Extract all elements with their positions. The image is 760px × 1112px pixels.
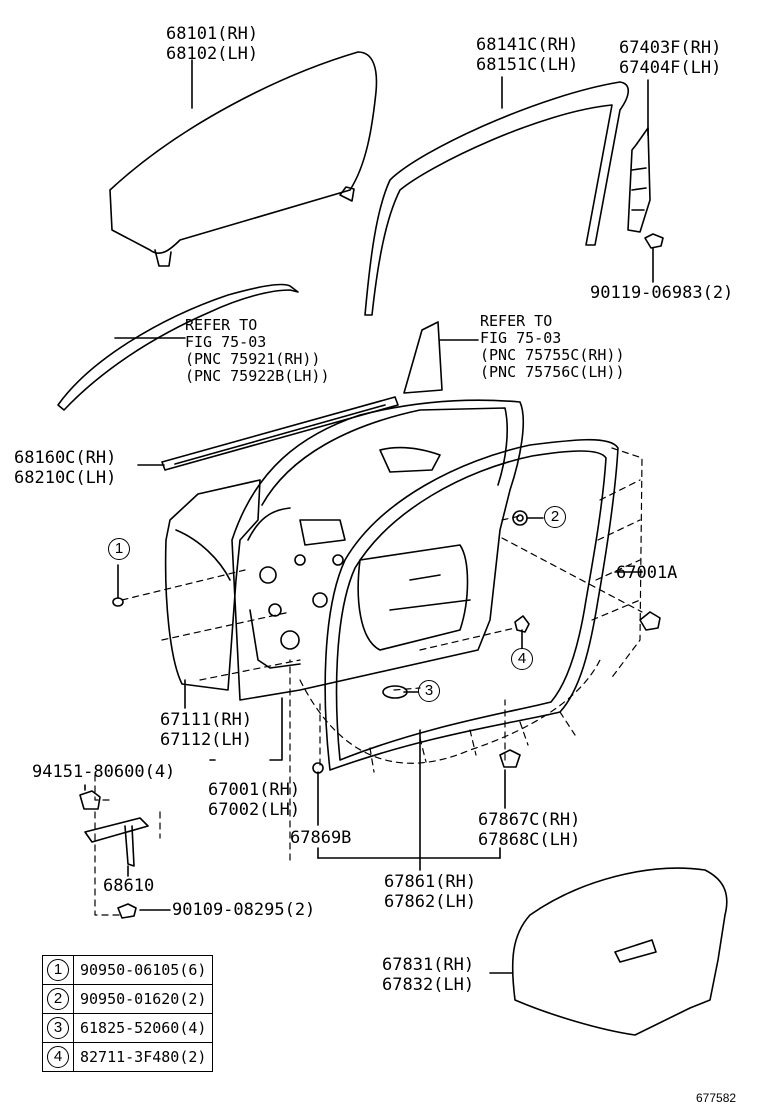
label-line: 67002(LH): [208, 800, 301, 820]
label-line: 67868C(LH): [478, 830, 581, 850]
legend-part-cell: 90950-06105(6): [72, 955, 214, 985]
label-line: FIG 75-03: [185, 333, 267, 351]
label-clip-67869: 67869B: [290, 828, 352, 848]
belt-molding-shape: [57, 283, 299, 411]
callout-4: 4: [511, 648, 533, 670]
label-cover-sheet: 67831(RH) 67832(LH): [382, 955, 474, 995]
label-line: 67862(LH): [384, 892, 477, 912]
legend-circle: 2: [47, 988, 69, 1010]
small-parts: [79, 510, 661, 919]
label-line: 67404F(LH): [619, 58, 722, 78]
label-line: (PNC 75756C(LH)): [480, 363, 625, 381]
dashed-guides: [94, 447, 643, 916]
label-refer-left: REFER TO FIG 75-03 (PNC 75921(RH)) (PNC …: [185, 317, 330, 385]
legend-row: 2 90950-01620(2): [42, 984, 214, 1014]
label-refer-right: REFER TO FIG 75-03 (PNC 75755C(RH)) (PNC…: [480, 313, 625, 381]
callout-1-circle: 1: [108, 538, 130, 560]
callout-2-circle: 2: [544, 506, 566, 528]
label-line: FIG 75-03: [480, 329, 562, 347]
label-door-check: 68610: [103, 876, 155, 896]
channel-shape: [627, 127, 664, 249]
label-clip-67867: 67867C(RH) 67868C(LH): [478, 810, 580, 850]
callout-4-circle: 4: [511, 648, 533, 670]
label-channel: 67403F(RH) 67404F(LH): [619, 38, 721, 78]
label-line: 68160C(RH): [14, 448, 117, 468]
label-service-hole-cover: 67001A: [616, 563, 678, 583]
label-line: 67112(LH): [160, 730, 253, 750]
label-clip-94151: 94151-80600(4): [32, 762, 176, 782]
label-line: 67832(LH): [382, 975, 475, 995]
label-line: 67111(RH): [160, 710, 253, 730]
label-line: 68141C(RH): [476, 35, 579, 55]
label-line: 67001(RH): [208, 780, 301, 800]
callout-3-circle: 3: [418, 680, 440, 702]
figure-id: 677582: [696, 1091, 737, 1105]
label-line: (PNC 75922B(LH)): [185, 367, 330, 385]
division-bar-shape: [403, 321, 443, 394]
door-glass-shape: [109, 51, 378, 267]
label-line: 67403F(RH): [619, 38, 722, 58]
label-line: 67831(RH): [382, 955, 475, 975]
label-door-glass: 68101(RH) 68102(LH): [166, 24, 258, 64]
legend-row: 3 61825-52060(4): [42, 1013, 214, 1043]
callout-2: 2: [544, 506, 566, 528]
label-bolt-90109: 90109-08295(2): [172, 900, 316, 920]
label-line: (PNC 75921(RH)): [185, 350, 321, 368]
legend-circle: 1: [47, 959, 69, 981]
legend-part-cell: 90950-01620(2): [72, 984, 214, 1014]
legend-circle: 4: [47, 1046, 69, 1068]
label-glass-run: 68141C(RH) 68151C(LH): [476, 35, 578, 75]
label-line: 68101(RH): [166, 24, 259, 44]
belt-weatherstrip-shape: [161, 396, 399, 471]
legend-number-cell: 2: [42, 984, 74, 1014]
label-service-cover: 67111(RH) 67112(LH): [160, 710, 252, 750]
label-line: (PNC 75755C(RH)): [480, 346, 625, 364]
parts-legend-table: 1 90950-06105(6) 2 90950-01620(2) 3 6182…: [42, 955, 214, 1072]
label-line: 67861(RH): [384, 872, 477, 892]
cover-sheet-shape: [511, 867, 728, 1036]
label-weatherstrip-door: 67861(RH) 67862(LH): [384, 872, 476, 912]
legend-row: 1 90950-06105(6): [42, 955, 214, 985]
door-panel-shape: [231, 399, 525, 701]
inner-panel-shape: [164, 479, 261, 691]
callout-3: 3: [418, 680, 440, 702]
label-line: 67867C(RH): [478, 810, 581, 830]
leaders: [84, 517, 643, 974]
legend-part-cell: 61825-52060(4): [72, 1013, 214, 1043]
legend-number-cell: 4: [42, 1042, 74, 1072]
label-line: REFER TO: [185, 316, 258, 334]
label-line: 68102(LH): [166, 44, 259, 64]
legend-row: 4 82711-3F480(2): [42, 1042, 214, 1072]
label-line: 68151C(LH): [476, 55, 579, 75]
callout-1: 1: [108, 538, 130, 560]
legend-number-cell: 3: [42, 1013, 74, 1043]
door-weatherstrip-shape: [324, 438, 619, 771]
label-screw-90119: 90119-06983(2): [590, 283, 734, 303]
legend-circle: 3: [47, 1017, 69, 1039]
legend-part-cell: 82711-3F480(2): [72, 1042, 214, 1072]
legend-number-cell: 1: [42, 955, 74, 985]
label-line: REFER TO: [480, 312, 553, 330]
label-door-panel: 67001(RH) 67002(LH): [208, 780, 300, 820]
label-line: 68210C(LH): [14, 468, 117, 488]
glass-run-shape: [364, 81, 630, 316]
label-weatherstrip-belt: 68160C(RH) 68210C(LH): [14, 448, 116, 488]
